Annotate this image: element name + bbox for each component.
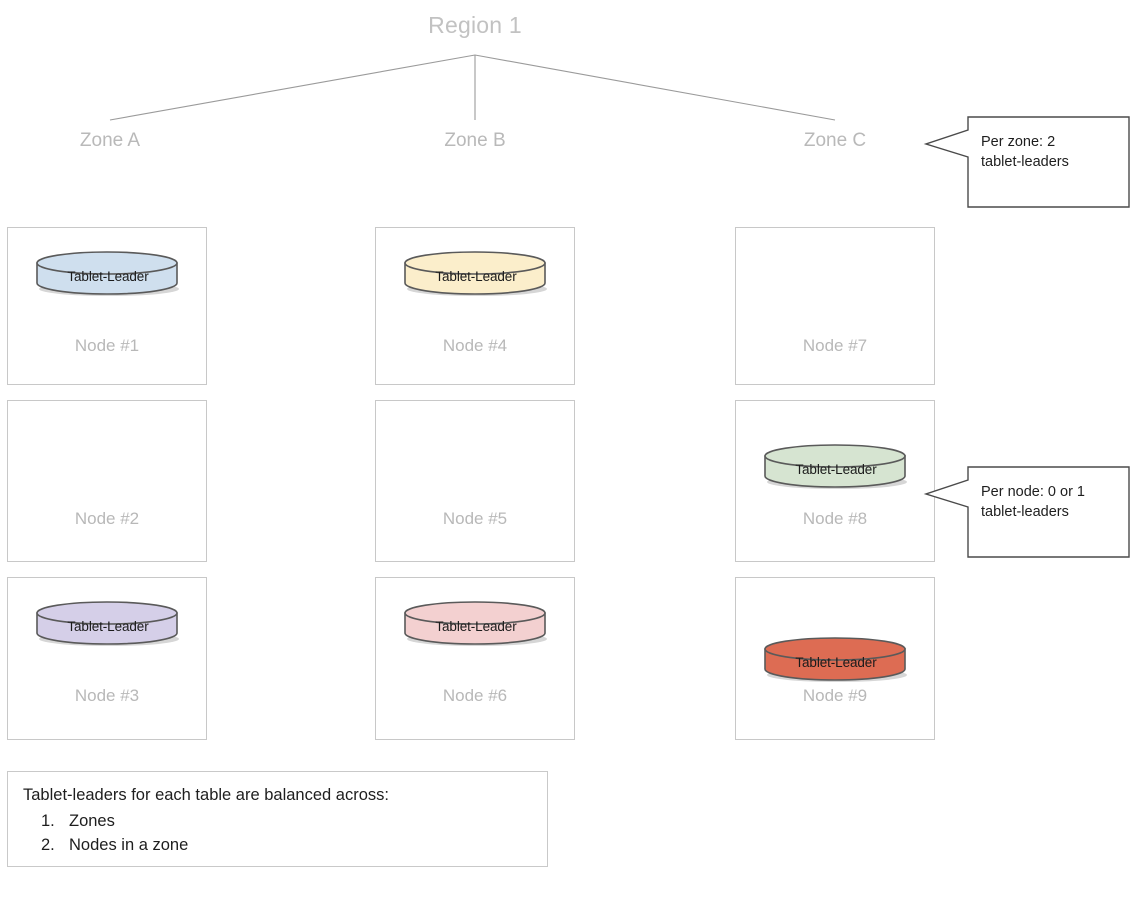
legend-box: Tablet-leaders for each table are balanc… — [7, 771, 548, 867]
node-label: Node #7 — [802, 336, 868, 355]
tablet-leader-cylinder[interactable]: Tablet-Leader — [400, 250, 552, 296]
node-label: Node #1 — [74, 336, 140, 355]
cylinder-shape — [764, 637, 907, 682]
legend-item-1: 1. Zones — [23, 812, 115, 831]
node-label: Node #8 — [802, 509, 868, 528]
legend-item-1-number: 1. — [41, 812, 55, 830]
node-box[interactable]: Node #5 — [375, 400, 575, 562]
tablet-leader-cylinder[interactable]: Tablet-Leader — [32, 600, 184, 646]
node-label: Node #9 — [802, 686, 868, 705]
zone-label-a: Zone A — [79, 130, 141, 151]
callout-per-zone-line2: tablet-leaders — [981, 154, 1069, 170]
legend-item-2-text: Nodes in a zone — [69, 836, 189, 854]
tablet-leader-label: Tablet-Leader — [435, 618, 517, 634]
tablet-leader-label: Tablet-Leader — [795, 461, 877, 477]
tablet-leader-label: Tablet-Leader — [795, 654, 877, 670]
tablet-leader-label: Tablet-Leader — [435, 268, 517, 284]
legend-item-2-number: 2. — [41, 836, 55, 854]
tablet-leader-cylinder[interactable]: Tablet-Leader — [32, 250, 184, 296]
cylinder-shape — [36, 251, 179, 296]
region-title: Region 1 — [428, 12, 522, 38]
node-box[interactable]: Node #2 — [7, 400, 207, 562]
cylinder-shape — [404, 251, 547, 296]
legend-title: Tablet-leaders for each table are balanc… — [23, 786, 389, 804]
node-label: Node #4 — [442, 336, 508, 355]
node-label: Node #3 — [74, 686, 140, 705]
callout-per-zone-line1: Per zone: 2 — [981, 134, 1056, 150]
cylinder-shape — [404, 601, 547, 646]
cylinder-shape — [764, 444, 907, 489]
callout-per-node-line1: Per node: 0 or 1 — [981, 484, 1085, 500]
callout-per-node-line2: tablet-leaders — [981, 504, 1069, 520]
tablet-leader-cylinder[interactable]: Tablet-Leader — [760, 443, 912, 489]
legend-item-1-text: Zones — [69, 812, 115, 830]
node-label: Node #5 — [442, 509, 508, 528]
zone-label-b: Zone B — [444, 130, 506, 151]
tablet-leader-cylinder[interactable]: Tablet-Leader — [400, 600, 552, 646]
node-label: Node #6 — [442, 686, 508, 705]
tablet-leader-cylinder[interactable]: Tablet-Leader — [760, 636, 912, 682]
tablet-leader-label: Tablet-Leader — [67, 268, 149, 284]
tablet-leader-label: Tablet-Leader — [67, 618, 149, 634]
node-box[interactable]: Node #7 — [735, 227, 935, 385]
zone-label-c: Zone C — [803, 130, 867, 151]
cylinder-shape — [36, 601, 179, 646]
node-label: Node #2 — [74, 509, 140, 528]
callout-per-zone-text: Per zone: 2 tablet-leaders — [981, 132, 1121, 172]
legend-item-2: 2. Nodes in a zone — [23, 836, 188, 855]
callout-per-node-text: Per node: 0 or 1 tablet-leaders — [981, 482, 1121, 522]
